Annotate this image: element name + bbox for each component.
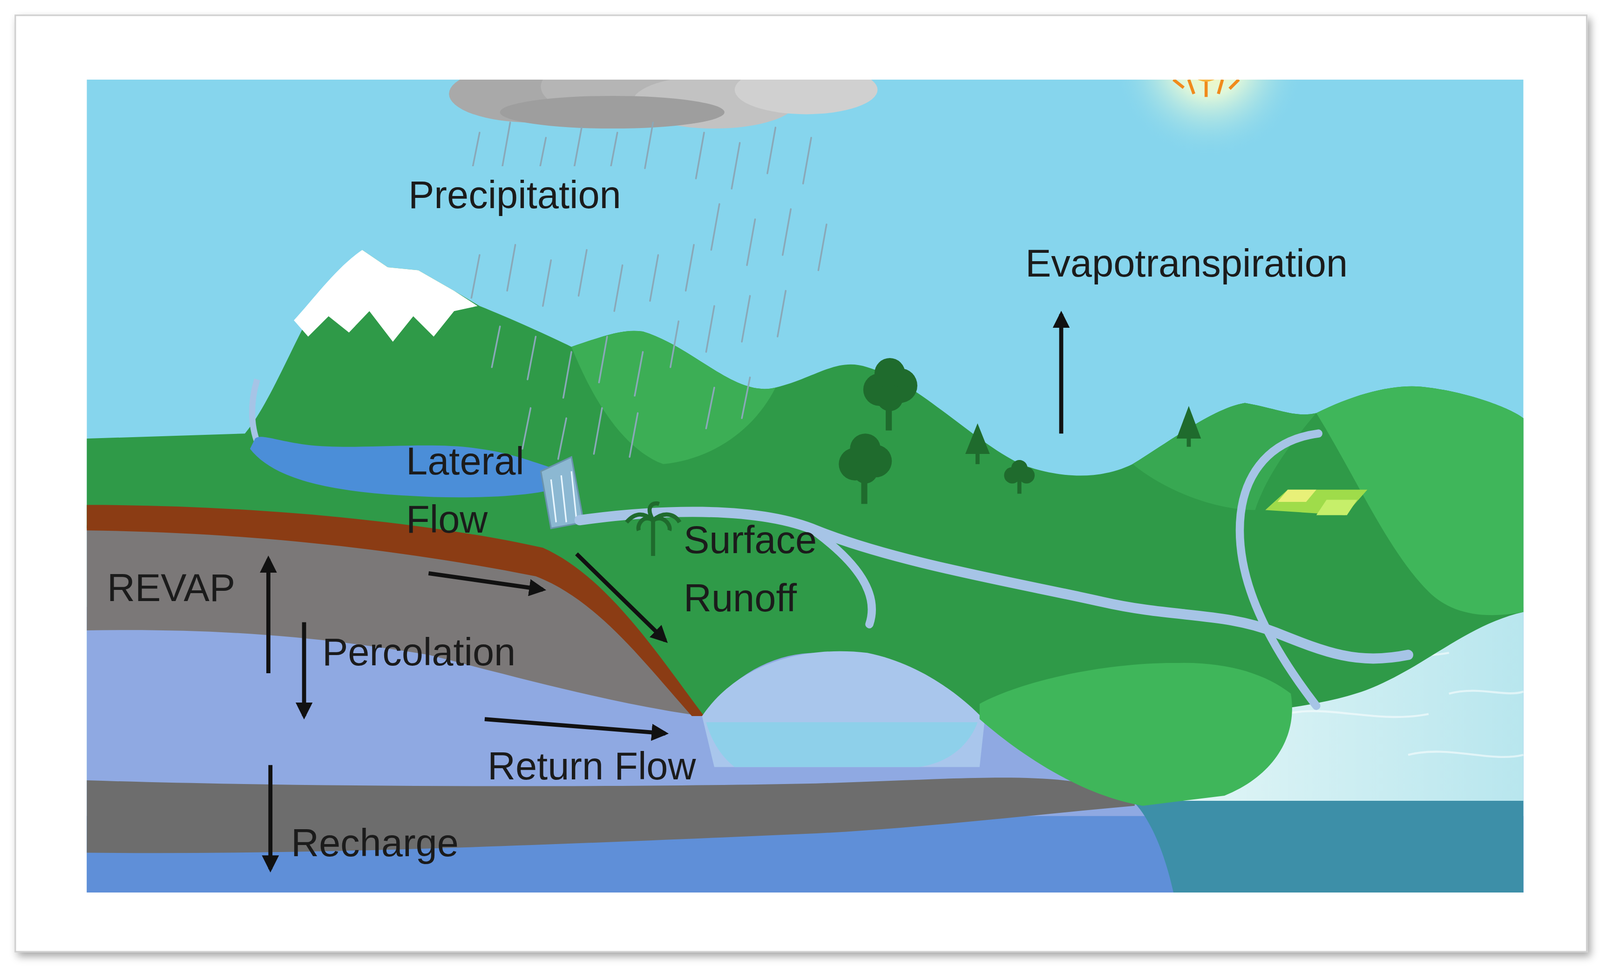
return-flow-label: Return Flow xyxy=(487,737,696,796)
illustration-part xyxy=(874,358,906,389)
illustration-part xyxy=(614,265,623,312)
illustration-part xyxy=(563,352,572,399)
field xyxy=(1265,489,1368,516)
illustration-part xyxy=(501,122,511,169)
sky xyxy=(86,79,1524,893)
illustration-part xyxy=(650,520,656,556)
illustration-part xyxy=(1265,489,1368,516)
illustration-part xyxy=(527,336,536,380)
recharge-label: Recharge xyxy=(291,814,459,873)
percolation-label: Percolation xyxy=(322,623,516,682)
illustration-part xyxy=(818,224,827,271)
lateral-flow-label: Lateral Flow xyxy=(406,432,581,549)
evapotranspiration-label: Evapotranspiration xyxy=(1025,234,1348,293)
lake-basin xyxy=(702,651,985,768)
illustration-part xyxy=(558,418,567,460)
illustration-part xyxy=(1239,433,1319,706)
illustration-part xyxy=(705,305,715,353)
illustration-part xyxy=(1176,406,1202,439)
percolation-arrow xyxy=(302,622,307,717)
illustration-part xyxy=(1316,500,1358,516)
illustration-part xyxy=(1173,79,1184,89)
illustration-part xyxy=(573,127,583,172)
illustration-part xyxy=(542,260,552,307)
illustration-part xyxy=(705,387,715,429)
illustration-part xyxy=(670,321,679,368)
confining-layer xyxy=(86,777,1135,854)
illustration-part xyxy=(507,244,516,292)
illustration-part xyxy=(629,413,638,457)
land xyxy=(86,250,1524,721)
illustration-part xyxy=(1011,460,1028,477)
illustration-part xyxy=(741,377,751,419)
illustration-part xyxy=(782,209,792,256)
picture-frame xyxy=(15,15,1587,952)
illustration-part xyxy=(685,244,695,292)
illustration-part xyxy=(876,384,903,412)
cloud xyxy=(448,79,878,129)
recharge-arrow xyxy=(268,765,273,869)
illustration-part xyxy=(816,532,872,625)
illustration-part xyxy=(578,250,587,297)
illustration-part xyxy=(1449,691,1524,694)
clay-layer xyxy=(86,505,705,717)
illustration-part xyxy=(1408,751,1524,757)
sun xyxy=(1187,79,1225,82)
illustration-part xyxy=(746,219,756,266)
surface-runoff-arrow xyxy=(576,554,666,641)
illustration-part xyxy=(741,295,751,342)
illustration-part xyxy=(1277,489,1317,502)
lake xyxy=(705,722,978,767)
illustration-part xyxy=(550,471,577,523)
hill-shade xyxy=(1316,386,1524,616)
illustration-part xyxy=(644,122,654,169)
revap-arrow xyxy=(266,559,271,674)
illustration-part xyxy=(491,326,501,368)
illustration-part xyxy=(1285,711,1429,718)
shore-hill xyxy=(979,663,1293,807)
illustration-part xyxy=(803,137,812,184)
surface-runoff-label: Surface Runoff xyxy=(683,511,858,628)
illustration-part xyxy=(598,336,608,383)
illustration-part xyxy=(777,290,787,337)
river xyxy=(579,433,1409,706)
illustration-part xyxy=(634,352,644,396)
illustration-part xyxy=(965,423,990,455)
illustration-part xyxy=(500,95,725,129)
illustration-part xyxy=(767,127,776,174)
landscape xyxy=(86,79,1524,893)
illustration-part xyxy=(593,407,603,455)
evapotranspiration-arrow xyxy=(1059,314,1064,434)
illustration-part xyxy=(734,79,878,115)
sun-glow xyxy=(1112,79,1307,159)
return-flow-arrow xyxy=(484,719,666,734)
deep-sea xyxy=(1132,800,1524,893)
illustration-part xyxy=(650,255,659,302)
sun-rays xyxy=(1173,79,1239,97)
illustration-part xyxy=(1188,79,1194,95)
illustration-part xyxy=(1204,79,1208,97)
illustration-part xyxy=(695,132,705,179)
precipitation-label: Precipitation xyxy=(403,166,626,225)
hill-shade xyxy=(1132,402,1316,510)
illustration-part xyxy=(711,203,720,251)
illustration-part xyxy=(471,255,480,299)
illustration-part xyxy=(626,503,680,531)
illustration-part xyxy=(853,459,878,484)
revap-label: REVAP xyxy=(107,559,236,618)
lateral-flow-arrow xyxy=(428,573,543,590)
illustration-part xyxy=(1017,479,1022,495)
illustration-part xyxy=(1218,79,1223,95)
illustration-part xyxy=(731,142,740,190)
illustration-part xyxy=(1229,79,1240,89)
flow-arrows xyxy=(268,314,1062,870)
snow-cap xyxy=(293,250,478,342)
